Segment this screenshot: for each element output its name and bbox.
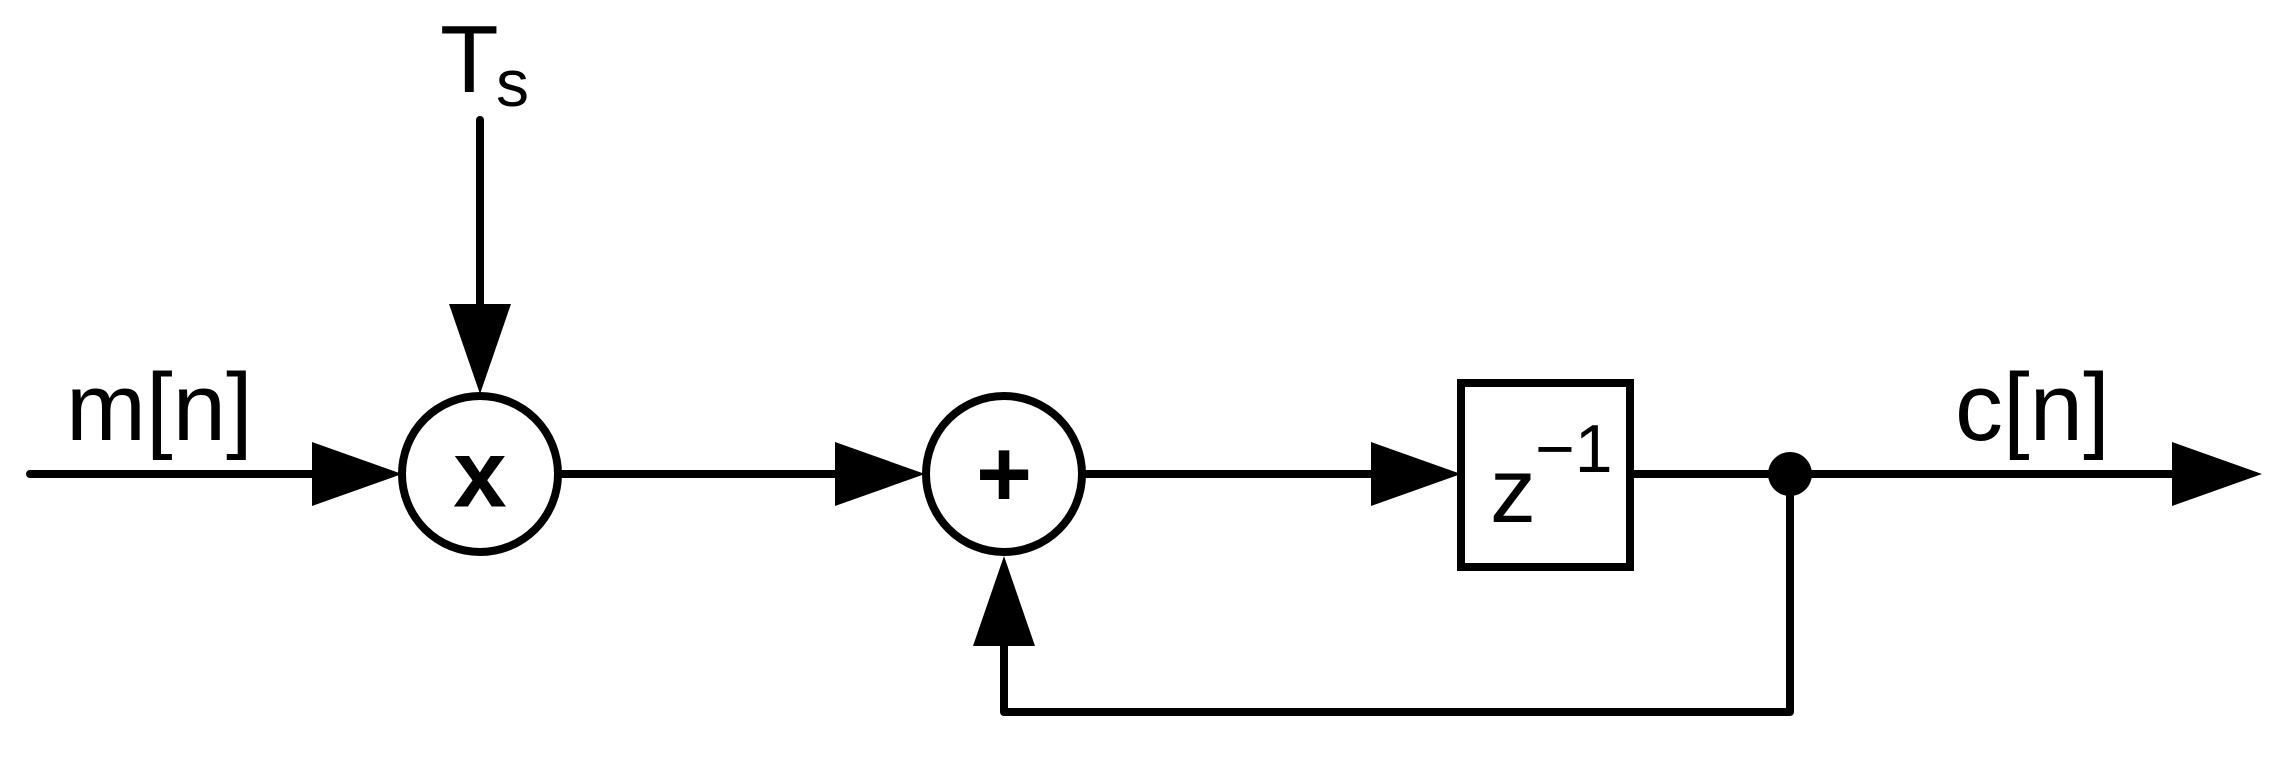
- adder-symbol: +: [976, 421, 1032, 528]
- adder-to-delay-arrowhead: [1371, 442, 1461, 506]
- delay-base: z: [1490, 440, 1536, 542]
- feedback-arrowhead: [973, 556, 1035, 646]
- input-arrowhead: [312, 442, 402, 506]
- multiplier-node: [398, 392, 562, 556]
- delay-exponent: −1: [1535, 411, 1613, 487]
- junction-dot: [1768, 452, 1812, 496]
- adder-node: [922, 392, 1086, 556]
- output-signal-label: c[n]: [1955, 354, 2110, 461]
- delay-block: [1457, 379, 1634, 571]
- output-arrowhead: [2172, 442, 2262, 506]
- feedback-path: [1000, 470, 1794, 716]
- input-signal-label: m[n]: [66, 354, 253, 461]
- gain-label: T: [440, 6, 499, 113]
- multiplier-symbol: x: [453, 421, 506, 528]
- gain-label-subscript: s: [496, 46, 529, 120]
- gain-arrowhead: [449, 304, 511, 394]
- multiplier-to-adder-arrowhead: [835, 442, 925, 506]
